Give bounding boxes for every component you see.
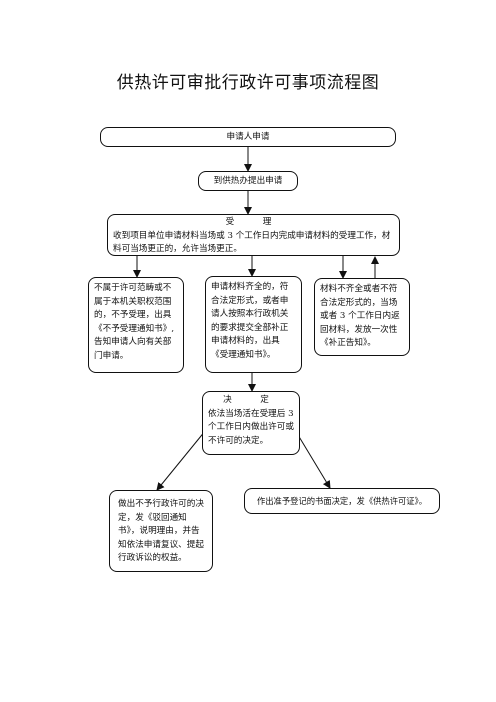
node-complete-text: 申请材料齐全的，符合法定形式，或者申请人按照本行政机关的要求提交全部补正申请材料… (211, 282, 289, 360)
node-grant: 作出准予登记的书面决定，发《供热许可证》。 (244, 488, 440, 514)
node-reject-scope-text: 不属于许可范畴或不属于本机关职权范围的，不予受理，出具《不予受理通知书》,告知申… (94, 283, 175, 361)
node-submit-text: 到供热办提出申请 (213, 176, 283, 186)
node-submit: 到供热办提出申请 (198, 171, 298, 191)
node-decide-heading: 决 定 (223, 395, 279, 405)
page-title: 供热许可审批行政许可事项流程图 (116, 73, 380, 93)
node-deny-text: 做出不予行政许可的决定，发《驳回通知书》，说明理由，并告知依法申请复议、提起行政… (118, 499, 204, 563)
node-apply-text: 申请人申请 (226, 132, 270, 142)
node-grant-text: 作出准予登记的书面决定，发《供热许可证》。 (256, 496, 428, 506)
node-apply: 申请人申请 (100, 127, 396, 147)
node-decide-text: 依法当场活在受理后 3 个工作日内做出许可或不许可的决定。 (208, 408, 294, 446)
node-reject-scope: 不属于许可范畴或不属于本机关职权范围的，不予受理，出具《不予受理通知书》,告知申… (88, 277, 184, 373)
node-accept-text: 收到项目单位申请材料当场或 3 个工作日内完成申请材料的受理工作，材料可当场更正… (113, 230, 391, 255)
node-accept-heading: 受 理 (225, 217, 282, 227)
node-decide: 决 定 依法当场活在受理后 3 个工作日内做出许可或不许可的决定。 (202, 391, 300, 455)
node-accept: 受 理 收到项目单位申请材料当场或 3 个工作日内完成申请材料的受理工作，材料可… (107, 214, 400, 256)
node-complete: 申请材料齐全的，符合法定形式，或者申请人按照本行政机关的要求提交全部补正申请材料… (205, 276, 302, 373)
node-deny: 做出不予行政许可的决定，发《驳回通知书》，说明理由，并告知依法申请复议、提起行政… (109, 490, 213, 572)
arrow-decide-deny (156, 424, 211, 491)
node-incomplete: 材料不齐全或者不符合法定形式的，当场或者 3 个工作日内返回材料，发放一次性《补… (314, 278, 410, 356)
node-incomplete-text: 材料不齐全或者不符合法定形式的，当场或者 3 个工作日内返回材料，发放一次性《补… (320, 284, 400, 348)
